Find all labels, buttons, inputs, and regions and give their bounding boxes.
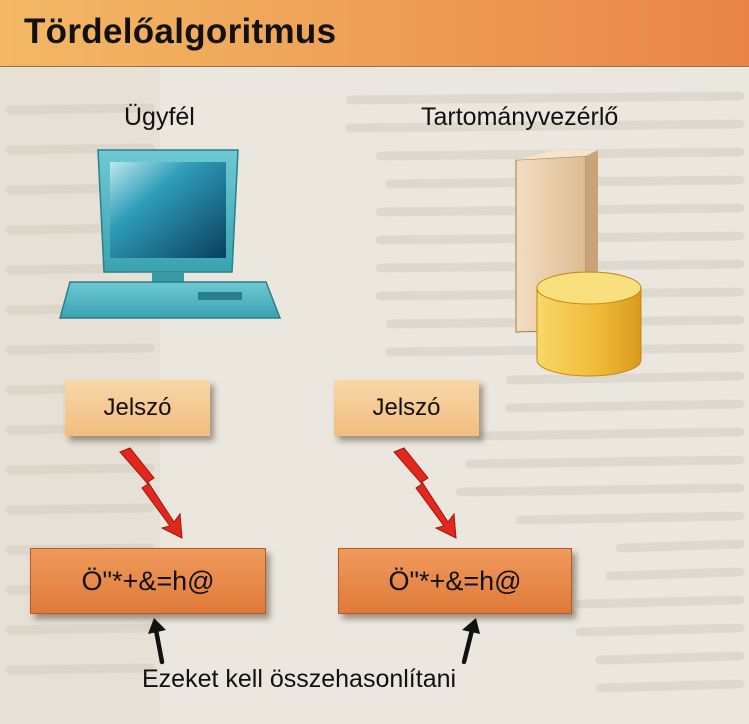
- server-label: Tartományvezérlő: [421, 103, 618, 132]
- server-password-box: Jelszó: [334, 380, 479, 436]
- client-hash-box: Ö"*+&=h@: [30, 548, 266, 614]
- client-password-label: Jelszó: [103, 394, 171, 422]
- database-cylinder-icon: [535, 268, 645, 388]
- server-password-label: Jelszó: [372, 394, 440, 422]
- desktop-computer-icon: [60, 150, 290, 320]
- diagram-title: Tördelőalgoritmus: [24, 12, 336, 52]
- server-hash-value: Ö"*+&=h@: [388, 566, 521, 597]
- server-lightning-bolt-icon: [392, 448, 462, 538]
- server-pointer-arrow-icon: [452, 616, 492, 666]
- client-password-box: Jelszó: [65, 380, 210, 436]
- client-lightning-bolt-icon: [118, 448, 188, 538]
- client-hash-value: Ö"*+&=h@: [81, 566, 214, 597]
- comparison-caption: Ezeket kell összehasonlítani: [142, 665, 456, 694]
- client-pointer-arrow-icon: [140, 616, 180, 666]
- server-hash-box: Ö"*+&=h@: [338, 548, 572, 614]
- client-label: Ügyfél: [124, 103, 195, 132]
